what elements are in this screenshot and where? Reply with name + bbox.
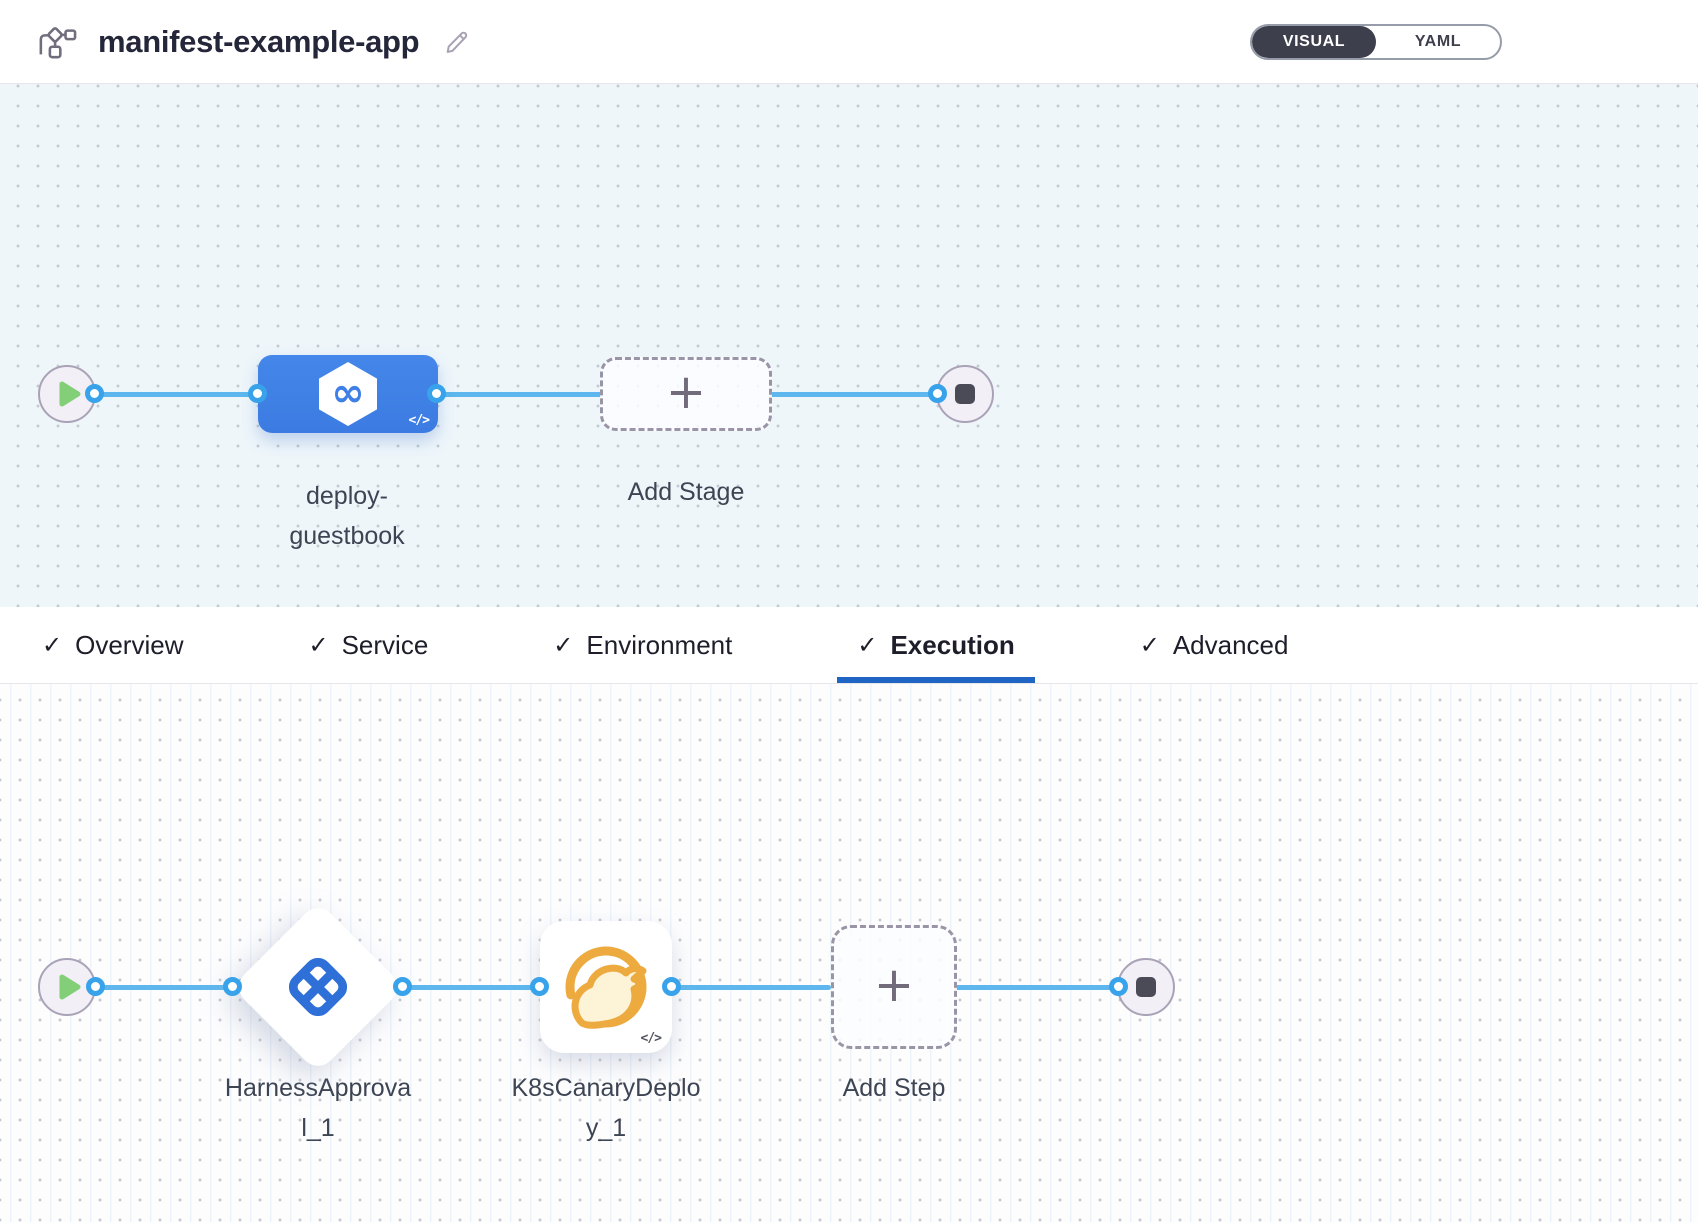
approval-icon — [289, 958, 347, 1016]
tab-label: Service — [341, 629, 429, 660]
connector-line — [403, 985, 540, 990]
connector-line — [95, 392, 260, 397]
step-node-harness-approval[interactable] — [231, 900, 405, 1074]
stop-icon — [1136, 977, 1156, 997]
tab-advanced[interactable]: ✓ Advanced — [1120, 607, 1309, 683]
view-mode-toggle: VISUAL YAML — [1250, 24, 1502, 60]
tab-label: Overview — [75, 629, 184, 660]
connector-dot[interactable] — [393, 977, 412, 996]
stage-pipeline-canvas[interactable]: ∞ </> + deploy-guestbook Add Stage — [0, 84, 1698, 607]
play-icon — [58, 380, 82, 408]
connector-line — [672, 985, 831, 990]
add-stage-button[interactable]: + — [600, 357, 772, 431]
connector-line — [955, 985, 1119, 990]
visual-toggle-button[interactable]: VISUAL — [1252, 26, 1376, 58]
tab-execution[interactable]: ✓ Execution — [837, 607, 1036, 683]
step-node-k8s-canary-deploy[interactable]: </> — [540, 921, 672, 1053]
tab-label: Execution — [890, 629, 1015, 660]
tab-overview[interactable]: ✓ Overview — [22, 607, 203, 683]
stage-name-label: deploy-guestbook — [289, 482, 405, 550]
check-icon: ✓ — [42, 631, 63, 659]
connector-dot[interactable] — [248, 384, 267, 403]
connector-dot[interactable] — [86, 977, 105, 996]
add-stage-label: Add Stage — [627, 478, 745, 506]
check-icon: ✓ — [553, 631, 574, 659]
stage-config-tabs: ✓ Overview ✓ Service ✓ Environment ✓ Exe… — [0, 607, 1698, 684]
stage-node-deploy-guestbook[interactable]: ∞ </> — [258, 355, 438, 433]
cd-stage-icon: ∞ — [319, 362, 377, 426]
yaml-toggle-button[interactable]: YAML — [1376, 26, 1500, 58]
pipeline-title: manifest-example-app — [98, 23, 420, 59]
tab-environment[interactable]: ✓ Environment — [533, 607, 752, 683]
step-name-label: HarnessApproval_1 — [224, 1074, 412, 1142]
stop-icon — [955, 384, 975, 404]
plus-icon: + — [665, 364, 707, 420]
connector-dot[interactable] — [1109, 977, 1128, 996]
tab-label: Advanced — [1172, 629, 1289, 660]
pipeline-header: manifest-example-app VISUAL YAML — [0, 0, 1698, 84]
connector-dot[interactable] — [928, 384, 947, 403]
tab-label: Environment — [586, 629, 733, 660]
plus-icon: + — [873, 957, 915, 1013]
step-name-label: K8sCanaryDeploy_1 — [511, 1074, 701, 1142]
code-icon: </> — [640, 1031, 663, 1046]
canary-bird-icon — [558, 939, 654, 1035]
connector-dot[interactable] — [530, 977, 549, 996]
execution-canvas[interactable]: </> + HarnessApproval_1 K8sCanaryDeploy_… — [0, 684, 1698, 1222]
code-icon: </> — [408, 413, 431, 428]
tab-service[interactable]: ✓ Service — [288, 607, 448, 683]
connector-dot[interactable] — [427, 384, 446, 403]
connector-line — [96, 985, 233, 990]
connector-line — [435, 392, 602, 397]
play-icon — [58, 973, 82, 1001]
check-icon: ✓ — [308, 631, 329, 659]
add-step-button[interactable]: + — [831, 925, 957, 1049]
edit-pencil-icon[interactable] — [443, 28, 471, 56]
connector-dot[interactable] — [223, 977, 242, 996]
connector-dot[interactable] — [662, 977, 681, 996]
connector-line — [770, 392, 940, 397]
add-step-label: Add Step — [842, 1074, 946, 1102]
connector-dot[interactable] — [85, 384, 104, 403]
pipeline-icon — [34, 23, 80, 61]
check-icon: ✓ — [1139, 631, 1160, 659]
check-icon: ✓ — [857, 631, 878, 659]
